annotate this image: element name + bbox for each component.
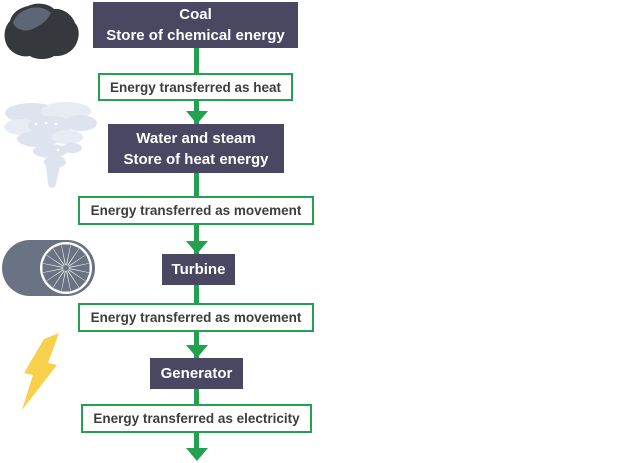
transfer-text: Energy transferred as electricity xyxy=(93,411,300,426)
transfer-label-heat: Energy transferred as heat xyxy=(98,73,293,101)
arrow-down-icon xyxy=(186,241,208,254)
stage-label: Generator xyxy=(160,365,233,382)
transfer-text: Energy transferred as heat xyxy=(109,79,282,95)
transfer-label-movement-2: Energy transferred as movement xyxy=(78,303,314,332)
stage-box-generator: Generator xyxy=(150,358,243,389)
stage-sublabel: Store of heat energy xyxy=(123,150,269,168)
lightning-icon xyxy=(22,333,59,410)
arrow-down-icon xyxy=(186,345,208,358)
transfer-label-electricity: Energy transferred as electricity xyxy=(81,404,312,433)
stage-label: Coal xyxy=(179,6,212,23)
stage-box-turbine: Turbine xyxy=(162,254,235,285)
arrow-down-icon xyxy=(186,448,208,461)
transfer-text: Energy transferred as movement xyxy=(90,310,302,325)
stage-box-coal: Coal Store of chemical energy xyxy=(93,2,298,48)
stage-box-water-steam: Water and steam Store of heat energy xyxy=(108,124,284,173)
stage-sublabel: Store of chemical energy xyxy=(106,27,285,44)
arrow-down-icon xyxy=(186,111,208,124)
stage-label: Turbine xyxy=(171,261,226,278)
turbine-icon xyxy=(2,240,95,296)
stage-label: Water and steam xyxy=(136,129,256,147)
coal-icon xyxy=(4,3,79,60)
transfer-label-movement-1: Energy transferred as movement xyxy=(78,196,314,225)
transfer-text: Energy transferred as movement xyxy=(90,203,302,218)
steam-icon xyxy=(4,102,97,188)
